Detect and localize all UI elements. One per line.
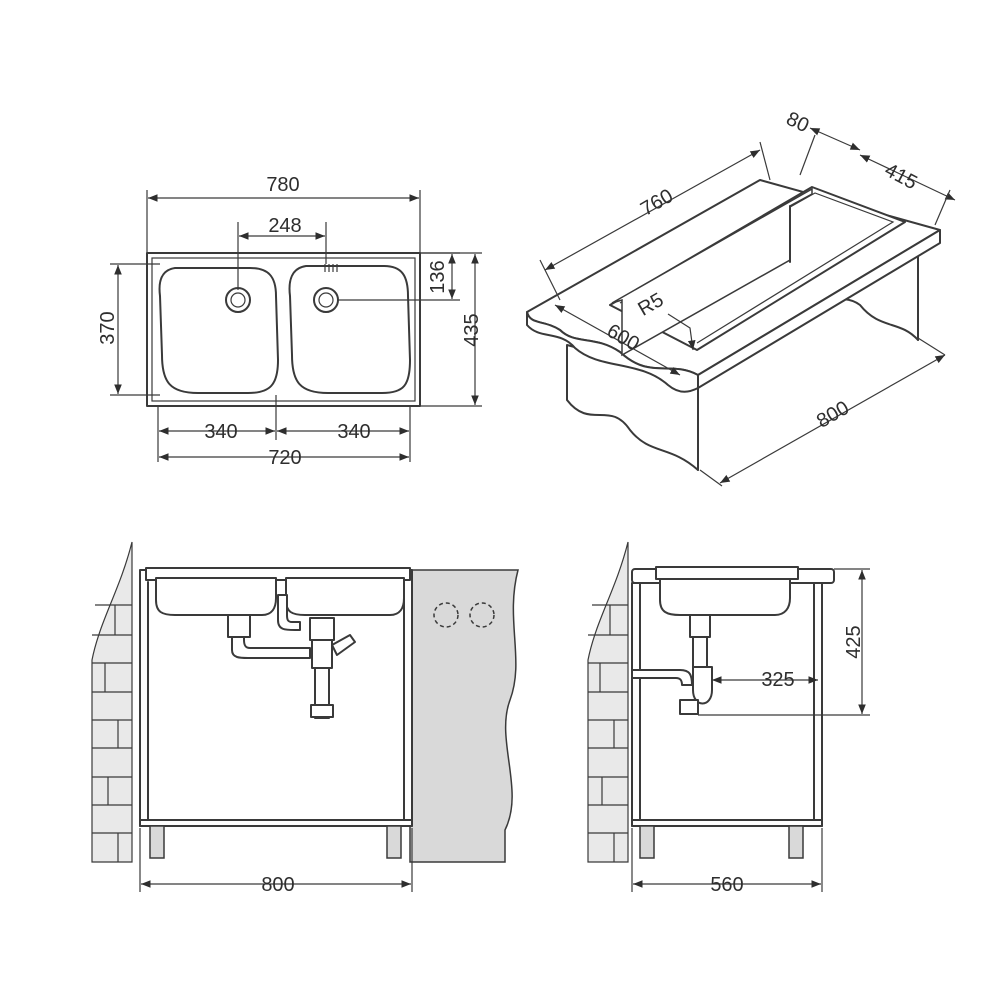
left-waste-inner <box>230 292 246 308</box>
side-cabinet <box>631 582 823 827</box>
right-waste-outer <box>313 287 339 313</box>
brick-wall <box>91 541 133 863</box>
side-height-label: 425 <box>843 625 865 658</box>
overall-width-label: 780 <box>266 174 299 196</box>
front-view: 800 <box>91 541 519 896</box>
side-brick-courses <box>588 604 628 862</box>
waste-offset-label: 325 <box>761 669 794 691</box>
sink-inner-rim <box>151 257 416 402</box>
front-leg-left <box>149 825 165 859</box>
tap-hole-left <box>433 602 459 628</box>
side-cabinet-depth-label: 560 <box>710 874 743 896</box>
sink-outline <box>146 252 421 407</box>
overall-depth-label: 435 <box>461 313 483 346</box>
tap-hole-offset-label: 136 <box>427 260 449 293</box>
left-bowl <box>158 267 279 394</box>
front-leg-right <box>386 825 402 859</box>
side-view: 325 425 560 <box>587 541 870 896</box>
front-right-bowl <box>285 577 405 616</box>
right-bowl <box>288 265 411 394</box>
edge-margin-label: 80 <box>783 108 812 137</box>
side-brick-wall <box>587 541 629 863</box>
front-cabinet-width-label: 800 <box>261 874 294 896</box>
brick-courses <box>92 604 132 862</box>
right-bowl-width-label: 340 <box>337 421 370 443</box>
waste-spacing-label: 248 <box>268 215 301 237</box>
side-leg-left <box>639 825 655 859</box>
left-bowl-width-label: 340 <box>204 421 237 443</box>
side-trap <box>631 614 713 715</box>
worktop-backdrop <box>409 569 519 863</box>
tap-hole-marks <box>324 264 338 272</box>
bowl-depth-label: 370 <box>97 311 119 344</box>
left-waste-outer <box>225 287 251 313</box>
isometric-view: 760 80 415 R5 600 800 <box>526 108 956 487</box>
side-sink-bowl <box>659 578 791 616</box>
top-view: 780 248 136 370 435 340 340 720 <box>97 174 483 469</box>
front-left-bowl <box>155 577 277 616</box>
front-plumbing <box>227 594 356 719</box>
side-leg-right <box>788 825 804 859</box>
tap-hole-right <box>469 602 495 628</box>
bowls-total-width-label: 720 <box>268 447 301 469</box>
depth-label: 415 <box>881 159 921 194</box>
right-waste-inner <box>318 292 334 308</box>
